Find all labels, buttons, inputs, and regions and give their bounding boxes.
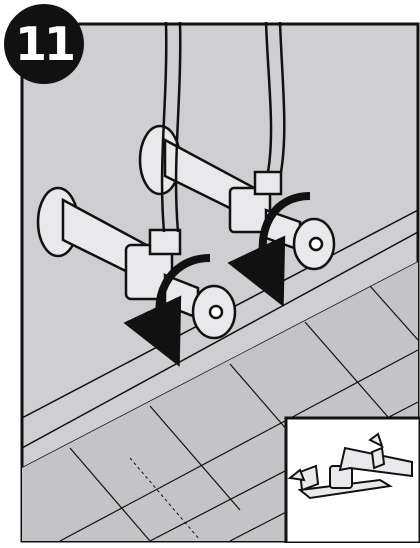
step-number-badge: 11	[4, 4, 84, 84]
inset-panel	[284, 416, 420, 545]
faucet-icon	[287, 432, 413, 500]
shutoff-valve-right	[138, 21, 336, 271]
clockwise-arrow-icon	[227, 192, 311, 307]
step-number-text: 11	[14, 17, 76, 71]
clockwise-arrow-icon	[123, 254, 211, 367]
